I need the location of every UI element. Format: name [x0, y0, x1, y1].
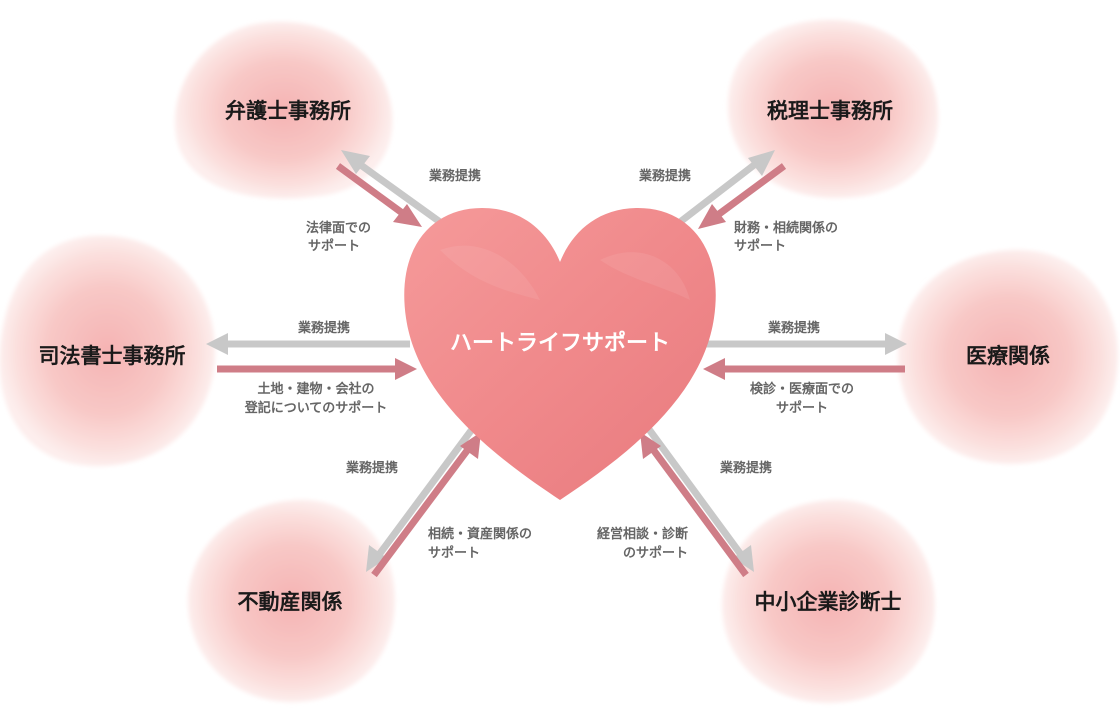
arrowhead-in-realestate [460, 432, 481, 459]
node-realestate: 不動産関係 [187, 499, 395, 703]
arrow-in-sme [649, 445, 749, 578]
arrow-out-sme [645, 425, 745, 559]
edge-out-label-medical: 業務提携 [767, 320, 820, 336]
edge-in-label-sme-1: 経営相談・診断 [597, 526, 688, 542]
edge-labels: 業務提携 法律面での サポート 業務提携 財務・相続関係の サポート 業務提携 … [244, 168, 854, 561]
arrow-in-tax [712, 163, 787, 220]
node-label-realestate: 不動産関係 [238, 590, 343, 614]
arrowhead-out-scrivener [206, 333, 228, 355]
arrowhead-in-sme [640, 432, 661, 459]
arrowhead-in-scrivener [395, 358, 417, 380]
arrow-in-lawyer [335, 163, 408, 218]
edge-out-label-realestate: 業務提携 [345, 460, 398, 476]
edge-in-label-medical-1: 検診・医療面での [750, 381, 854, 397]
node-scrivener: 司法書士事務所 [0, 235, 216, 467]
arrowhead-out-lawyer [341, 150, 370, 174]
edge-in-label-medical-2: サポート [776, 400, 828, 416]
edge-in-label-tax-1: 財務・相続関係の [733, 220, 838, 236]
blob-shape [722, 499, 935, 703]
heart-shape [404, 208, 716, 500]
blob-shape [0, 235, 216, 467]
blob-shape [174, 21, 393, 199]
arrowhead-out-tax [748, 150, 775, 176]
edge-out-label-lawyer: 業務提携 [428, 168, 481, 184]
node-lawyer: 弁護士事務所 [174, 21, 393, 199]
edge-in-label-tax-2: サポート [734, 238, 786, 254]
edge-out-label-scrivener: 業務提携 [297, 320, 350, 336]
blob-shape [727, 19, 939, 199]
arrow-out-realestate [375, 425, 476, 559]
node-label-sme: 中小企業診断士 [755, 590, 902, 614]
blob-shape [897, 249, 1118, 465]
arrowhead-out-sme [733, 545, 754, 572]
node-label-medical: 医療関係 [966, 344, 1050, 368]
edge-in-label-scrivener-2: 登記についてのサポート [244, 400, 388, 416]
node-label-scrivener: 司法書士事務所 [39, 344, 186, 368]
blob-shape [187, 499, 395, 703]
arrowhead-in-tax [698, 204, 726, 229]
arrowhead-out-medical [885, 333, 907, 355]
node-tax: 税理士事務所 [727, 19, 939, 199]
node-label-lawyer: 弁護士事務所 [225, 99, 351, 123]
arrowhead-in-medical [703, 358, 725, 380]
center-label: ハートライフサポート [450, 330, 670, 356]
edge-in-label-lawyer-2: サポート [308, 238, 360, 254]
edge-in-label-realestate-2: サポート [428, 545, 480, 561]
heart-texture [440, 245, 690, 300]
arrow-out-lawyer [355, 160, 443, 225]
edge-out-label-tax: 業務提携 [638, 168, 691, 184]
arrow-in-realestate [371, 445, 472, 578]
center-heart: ハートライフサポート [404, 208, 716, 500]
edge-out-label-sme: 業務提携 [719, 460, 772, 476]
arrows [206, 150, 907, 578]
node-label-tax: 税理士事務所 [767, 99, 893, 123]
edge-in-label-lawyer-1: 法律面での [306, 220, 371, 236]
arrowhead-out-realestate [366, 545, 387, 572]
node-sme: 中小企業診断士 [722, 499, 935, 703]
arrow-out-tax [677, 159, 761, 225]
arrowhead-in-lawyer [393, 204, 422, 227]
edge-in-label-realestate-1: 相続・資産関係の [428, 526, 532, 542]
edge-in-label-scrivener-1: 土地・建物・会社の [257, 381, 374, 397]
edge-in-label-sme-2: のサポート [623, 545, 688, 561]
node-medical: 医療関係 [897, 249, 1118, 465]
